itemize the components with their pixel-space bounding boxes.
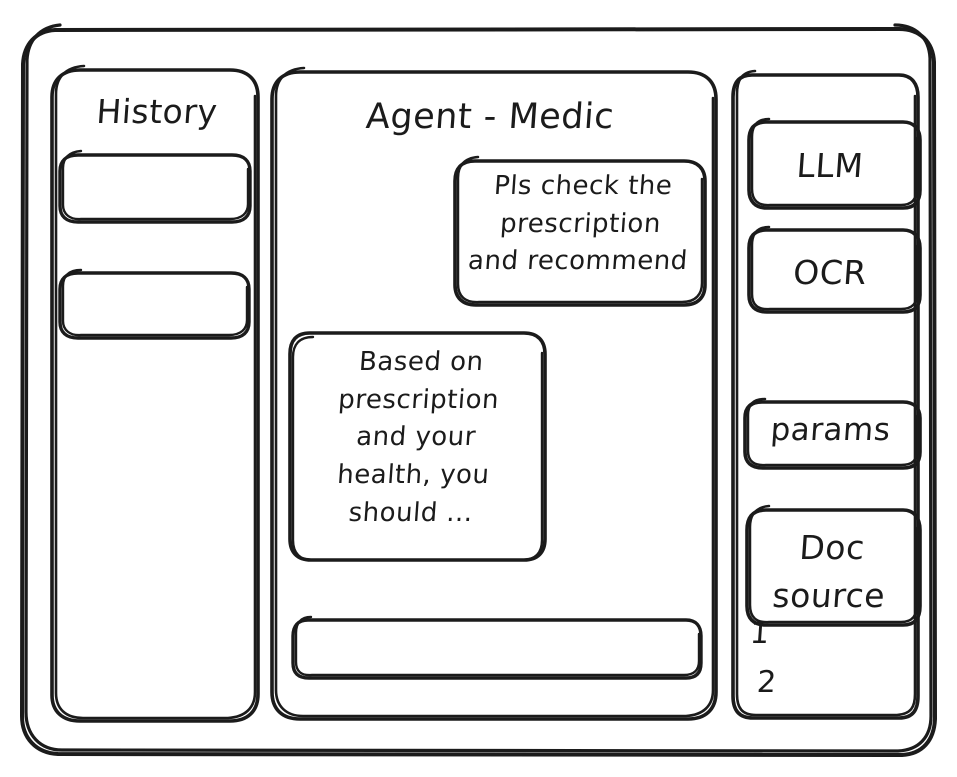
params-button[interactable]	[745, 399, 920, 468]
llm-button[interactable]	[749, 119, 920, 208]
history-item-1[interactable]	[60, 151, 250, 222]
user-message-bubble	[455, 157, 705, 305]
assistant-message-bubble	[290, 333, 545, 560]
message-input[interactable]	[293, 617, 701, 678]
history-item-2[interactable]	[60, 270, 249, 338]
ocr-button[interactable]	[749, 227, 920, 312]
doc-source-button[interactable]	[747, 506, 920, 625]
